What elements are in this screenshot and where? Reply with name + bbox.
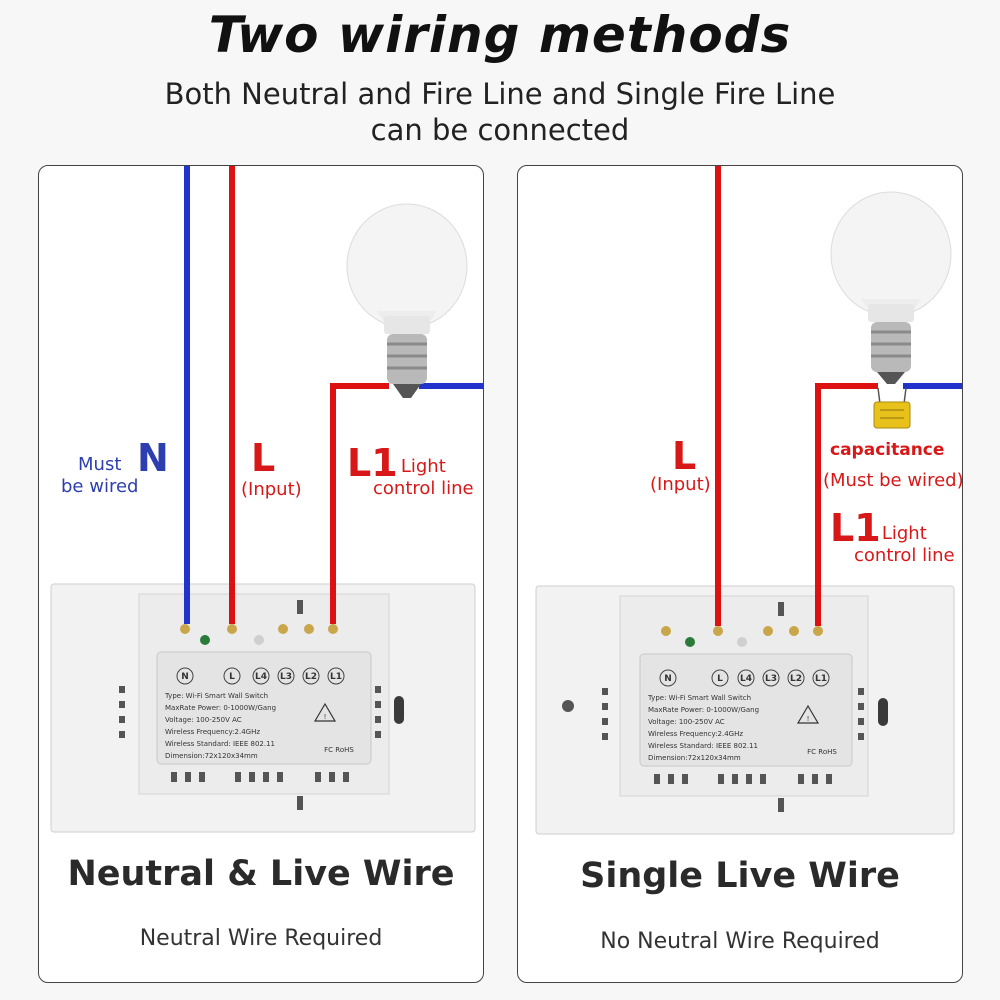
live-letter: L bbox=[672, 434, 697, 478]
terminal-screws bbox=[661, 626, 823, 647]
svg-text:Wireless Frequency:2.4GHz: Wireless Frequency:2.4GHz bbox=[165, 728, 260, 736]
page-subtitle: Both Neutral and Fire Line and Single Fi… bbox=[164, 77, 836, 147]
svg-text:Wireless Frequency:2.4GHz: Wireless Frequency:2.4GHz bbox=[648, 730, 743, 738]
spec-text: Type: Wi-Fi Smart Wall Switch MaxRate Po… bbox=[164, 692, 354, 760]
svg-text:FC RoHS: FC RoHS bbox=[807, 748, 837, 756]
neutral-letter: N bbox=[137, 436, 169, 480]
live-note: (Input) bbox=[650, 474, 711, 495]
svg-text:MaxRate Power: 0-1000W/Gang: MaxRate Power: 0-1000W/Gang bbox=[165, 704, 276, 712]
svg-text:L4: L4 bbox=[740, 674, 752, 684]
subcaption-no-neutral: No Neutral Wire Required bbox=[600, 929, 880, 954]
svg-text:!: ! bbox=[324, 713, 327, 721]
l1-note: Light control line bbox=[854, 523, 955, 566]
terminal-labels: N L L4 L3 L2 L1 bbox=[176, 667, 345, 685]
svg-text:L3: L3 bbox=[280, 672, 292, 682]
svg-text:N: N bbox=[664, 674, 672, 684]
light-control-wire bbox=[815, 383, 878, 626]
l1-letter: L1 bbox=[830, 506, 881, 550]
svg-text:Wireless Standard: IEEE 802.11: Wireless Standard: IEEE 802.11 bbox=[165, 740, 275, 748]
svg-text:L1: L1 bbox=[815, 674, 827, 684]
svg-text:L4: L4 bbox=[255, 672, 267, 682]
live-letter: L bbox=[251, 436, 276, 480]
svg-text:Dimension:72x120x34mm: Dimension:72x120x34mm bbox=[165, 752, 258, 760]
svg-text:Type: Wi-Fi Smart Wall Switch: Type: Wi-Fi Smart Wall Switch bbox=[164, 692, 268, 700]
caption-neutral-live: Neutral & Live Wire bbox=[67, 854, 455, 894]
l1-note: Light control line bbox=[373, 456, 474, 499]
svg-text:L3: L3 bbox=[765, 674, 777, 684]
light-bulb-icon bbox=[830, 191, 952, 384]
neutral-note: Must be wired bbox=[61, 454, 139, 497]
svg-text:Type: Wi-Fi Smart Wall Switch: Type: Wi-Fi Smart Wall Switch bbox=[647, 694, 751, 702]
svg-text:L1: L1 bbox=[330, 672, 342, 682]
svg-text:L2: L2 bbox=[305, 672, 317, 682]
svg-text:Voltage: 100-250V AC: Voltage: 100-250V AC bbox=[165, 716, 242, 724]
capacitor-icon bbox=[873, 387, 911, 429]
terminal-screws bbox=[180, 624, 338, 645]
svg-text:L: L bbox=[717, 674, 723, 684]
switch-label-plate bbox=[639, 653, 853, 767]
svg-text:FC RoHS: FC RoHS bbox=[324, 746, 354, 754]
l1-letter: L1 bbox=[347, 441, 398, 485]
svg-text:!: ! bbox=[807, 715, 810, 723]
svg-text:N: N bbox=[181, 672, 189, 682]
right-diagram: N L L4 L3 L2 L1 Type: Wi-Fi Smart Wall S… bbox=[535, 166, 962, 835]
panel-neutral-live: N L L4 L3 L2 L1 Type: Wi-Fi Smart Wall S… bbox=[38, 165, 484, 983]
capacitance-note: (Must be wired) bbox=[823, 470, 963, 491]
svg-text:L2: L2 bbox=[790, 674, 802, 684]
light-bulb-icon bbox=[346, 203, 468, 398]
spec-text: Type: Wi-Fi Smart Wall Switch MaxRate Po… bbox=[647, 694, 837, 762]
left-diagram: N L L4 L3 L2 L1 Type: Wi-Fi Smart Wall S… bbox=[50, 166, 483, 833]
panel-single-live: N L L4 L3 L2 L1 Type: Wi-Fi Smart Wall S… bbox=[517, 165, 963, 983]
terminal-labels: N L L4 L3 L2 L1 bbox=[659, 669, 830, 687]
svg-text:Voltage: 100-250V AC: Voltage: 100-250V AC bbox=[648, 718, 725, 726]
svg-text:Dimension:72x120x34mm: Dimension:72x120x34mm bbox=[648, 754, 741, 762]
svg-text:Wireless Standard: IEEE 802.11: Wireless Standard: IEEE 802.11 bbox=[648, 742, 758, 750]
light-control-wire bbox=[330, 383, 389, 624]
live-note: (Input) bbox=[241, 479, 302, 500]
svg-text:L: L bbox=[229, 672, 235, 682]
svg-text:MaxRate Power: 0-1000W/Gang: MaxRate Power: 0-1000W/Gang bbox=[648, 706, 759, 714]
caption-single-live: Single Live Wire bbox=[580, 856, 900, 896]
subcaption-neutral-required: Neutral Wire Required bbox=[139, 926, 383, 951]
page-title: Two wiring methods bbox=[208, 6, 792, 64]
capacitance-label: capacitance bbox=[830, 440, 945, 460]
